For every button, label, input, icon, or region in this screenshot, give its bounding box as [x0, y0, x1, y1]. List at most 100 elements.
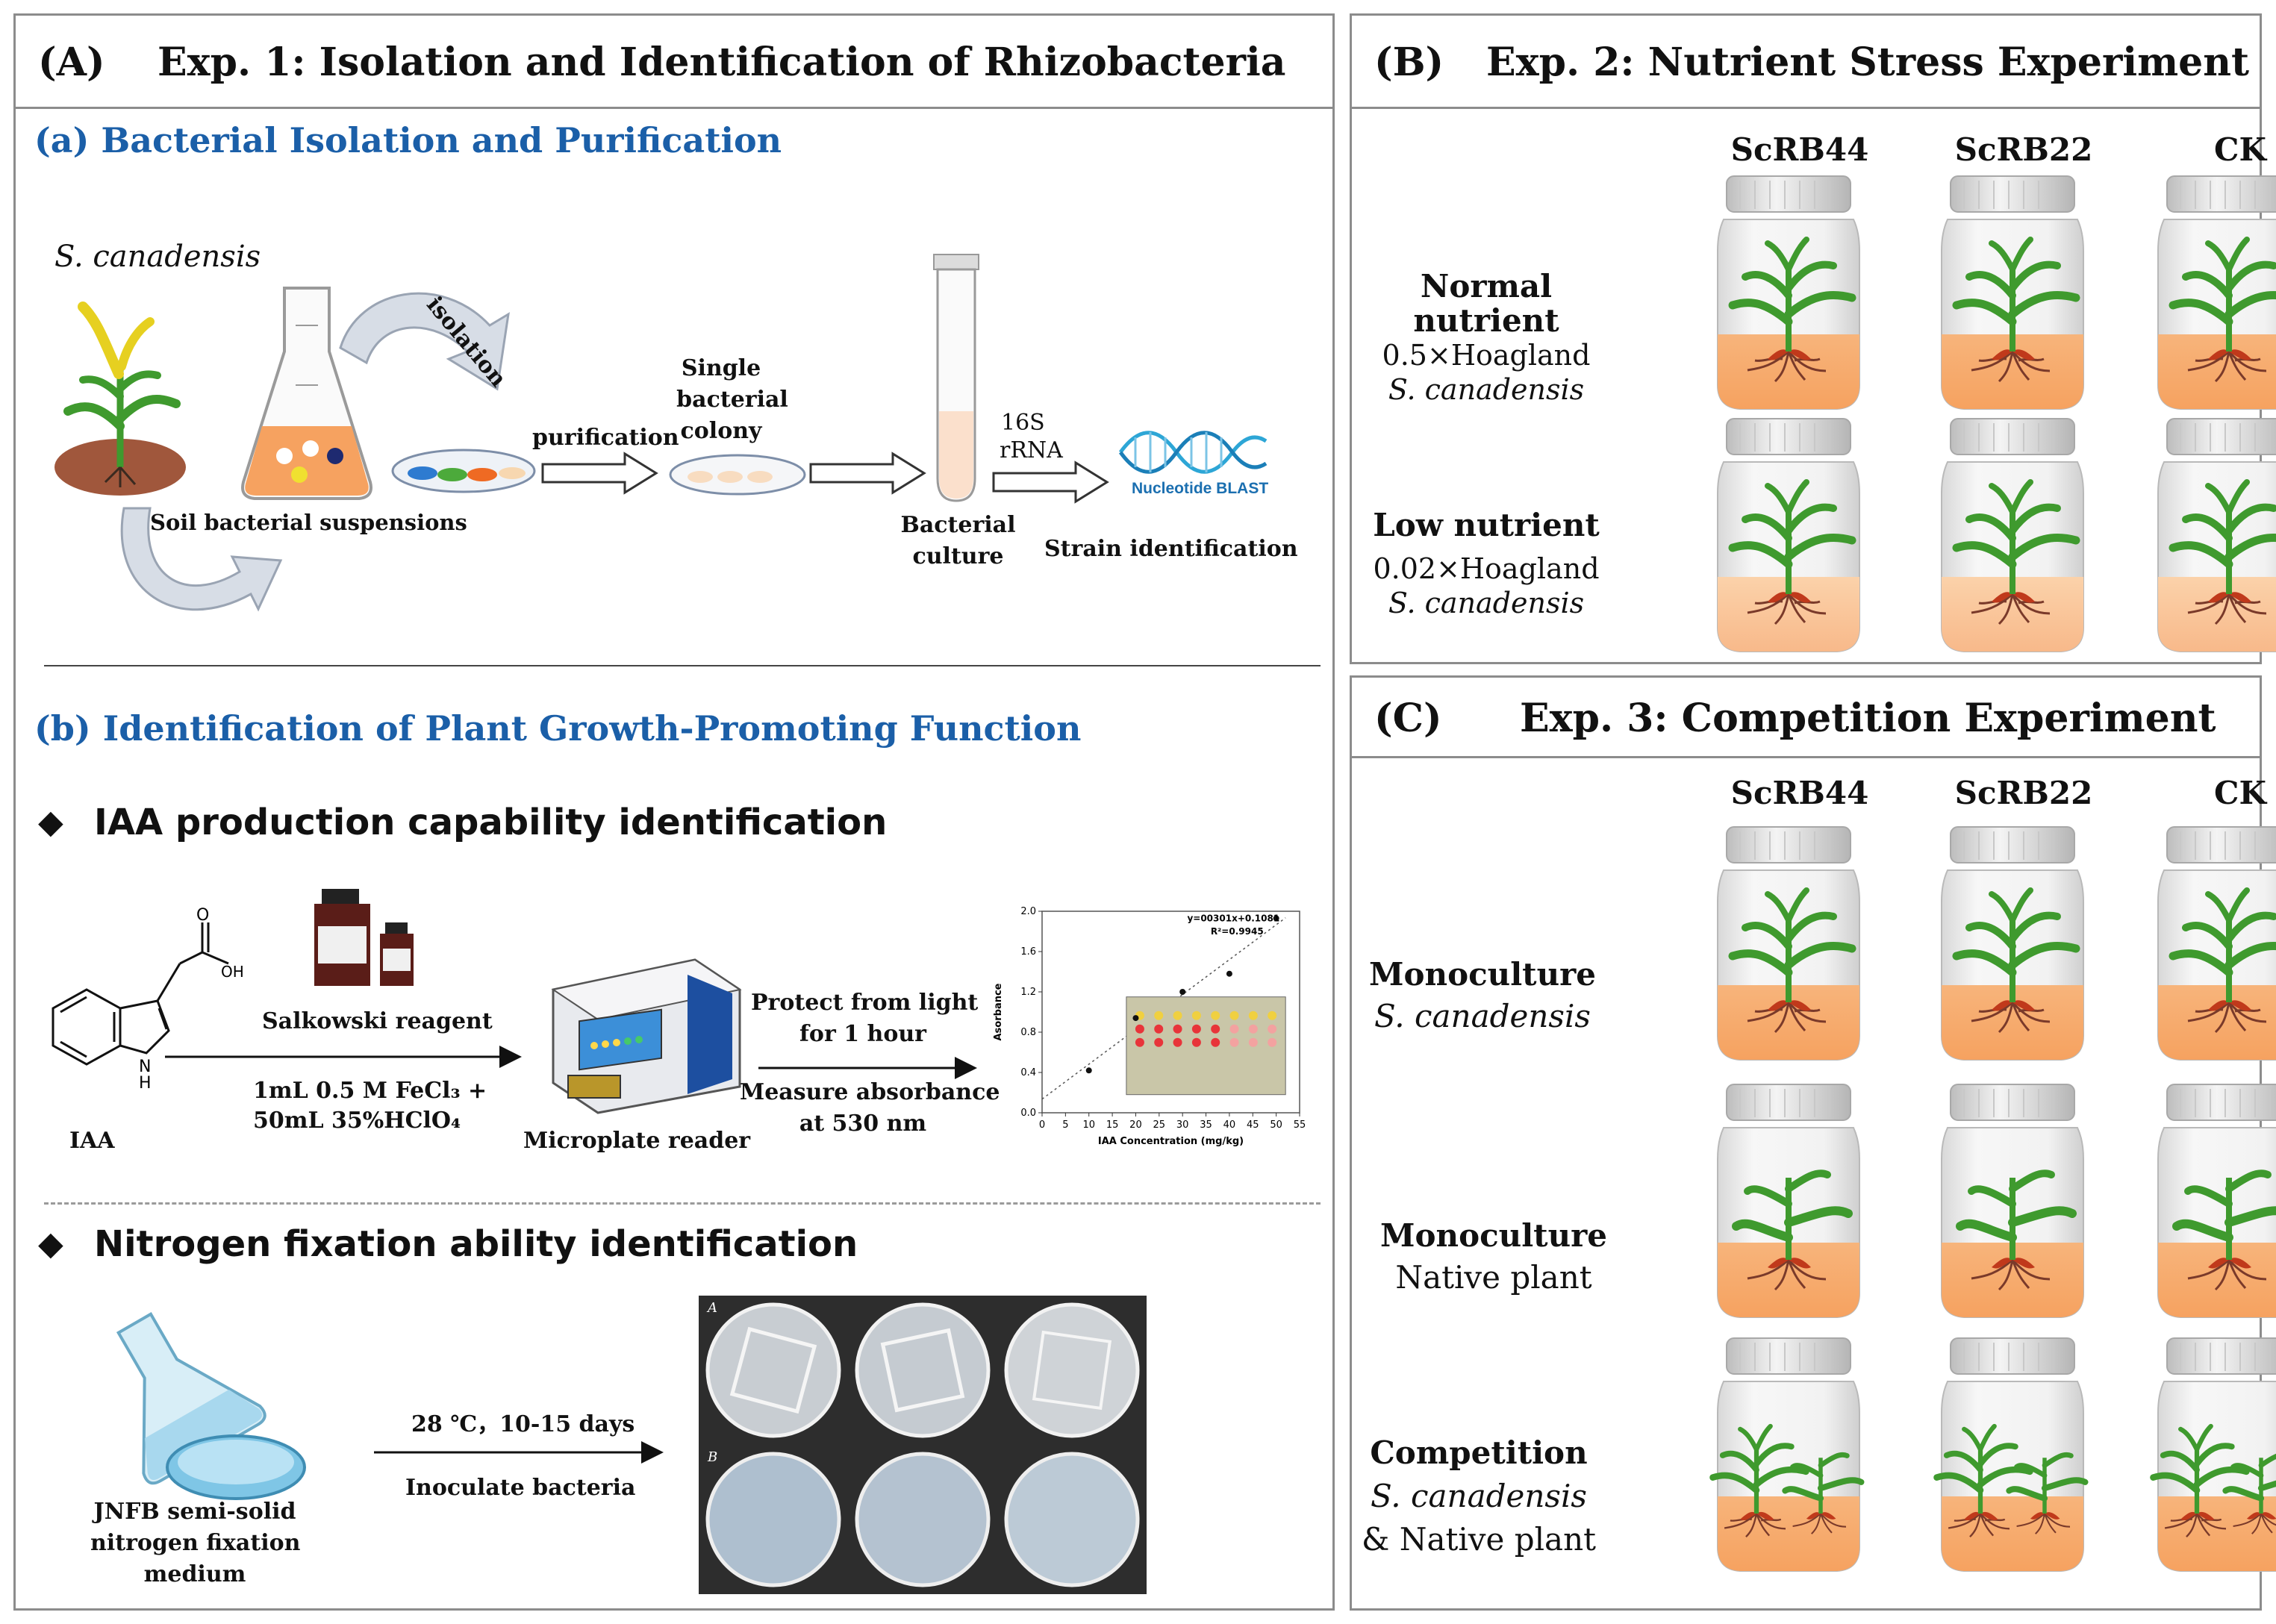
jar-b-row2-scrb44 [1710, 418, 1874, 660]
jar-c-row2-ck [2151, 1084, 2276, 1326]
data-point [1179, 989, 1186, 995]
inset-well [1229, 1011, 1239, 1020]
panel-c-row3-line3: & Native plant [1361, 1521, 1597, 1558]
panel-b-row2-line2: 0.02×Hoagland [1373, 552, 1600, 585]
salkowski-reagent-bottles [314, 889, 414, 986]
panel-b-header: (B) Exp. 2: Nutrient Stress Experiment [1352, 16, 2260, 109]
reagent-line1: 1mL 0.5 M FeCl₃ + [253, 1078, 487, 1104]
single-colony-line2: bacterial [676, 387, 788, 413]
to-blast-arrow [992, 460, 1109, 504]
panel-b: (B) Exp. 2: Nutrient Stress Experiment S… [1350, 13, 2276, 664]
blast-label: Nucleotide BLAST [1132, 480, 1269, 497]
panel-c-title: Exp. 3: Competition Experiment [1520, 696, 2216, 741]
culture-jar-illustration [1941, 175, 2084, 410]
inset-well [1211, 1011, 1220, 1020]
inset-well [1191, 1037, 1201, 1047]
inset-well [1268, 1037, 1277, 1047]
inset-well [1191, 1024, 1201, 1034]
plant-species-label: S. canadensis [54, 240, 261, 274]
bacterial-culture-line2: culture [912, 543, 1004, 569]
panel-c-row3-line2: S. canadensis [1371, 1478, 1587, 1514]
panel-c-header: (C) Exp. 3: Competition Experiment [1352, 678, 2260, 758]
inset-well [1173, 1037, 1182, 1047]
y-tick-label: 0.0 [1020, 1108, 1036, 1119]
section-b-title: (b) Identification of Plant Growth-Promo… [34, 708, 1082, 749]
soil-suspension-label: Soil bacterial suspensions [150, 510, 467, 535]
chart-r-squared: R²=0.9945 [1211, 926, 1264, 937]
chart-y-axis-label: Asorbance [993, 983, 1004, 1040]
inset-well [1268, 1024, 1277, 1034]
culture-jar-illustration [1717, 826, 1860, 1061]
panel-b-col-scrb22: ScRB22 [1954, 131, 2093, 168]
panel-b-row1-line2: 0.5×Hoagland [1382, 339, 1591, 372]
plate-row-a-label: A [708, 1300, 717, 1316]
culture-jar-illustration [1717, 1084, 1860, 1318]
chart-equation: y=00301x+0.1081 [1187, 914, 1279, 924]
iaa-molecule-structure: N H O OH [52, 906, 244, 1093]
inoculate-label: Inoculate bacteria [405, 1475, 636, 1501]
nitrogen-plates-photo: A B [699, 1296, 1147, 1594]
rrna-line1: 16S [1001, 410, 1045, 436]
salkowski-label: Salkowski reagent [262, 1008, 493, 1034]
plates-grid [705, 1302, 1140, 1587]
x-tick-label: 20 [1129, 1119, 1142, 1131]
data-point [1085, 1067, 1092, 1074]
panel-b-row2-label: Low nutrient 0.02×Hoagland S. canadensis [1344, 508, 1628, 620]
jar-c-row1-scrb22 [1934, 826, 2098, 1069]
inset-well [1154, 1037, 1164, 1047]
inset-well [1211, 1037, 1220, 1047]
panel-c-row3-label: Competition S. canadensis & Native plant [1337, 1431, 1621, 1561]
panel-a-letter: (A) [38, 40, 105, 85]
panel-c-letter: (C) [1374, 696, 1442, 741]
microplate-reader-icon [551, 958, 742, 1114]
nitrogen-medium-flask-dish [116, 1312, 306, 1500]
panel-b-col-scrb44: ScRB44 [1730, 131, 1869, 168]
single-colony-line3: colony [680, 418, 762, 444]
panel-b-title: Exp. 2: Nutrient Stress Experiment [1486, 40, 2250, 85]
x-tick-label: 15 [1106, 1119, 1119, 1131]
svg-text:N: N [139, 1058, 151, 1076]
culture-jar-illustration [1941, 1084, 2084, 1318]
flask-icon [241, 287, 372, 500]
culture-jar-illustration [2157, 175, 2276, 410]
reagent-arrow [165, 1046, 522, 1068]
strain-identification-label: Strain identification [1044, 536, 1298, 562]
panel-b-row1-title: Normal nutrient [1413, 268, 1559, 339]
x-tick-label: 10 [1082, 1119, 1095, 1131]
panel-c: (C) Exp. 3: Competition Experiment ScRB4… [1350, 675, 2276, 1611]
inset-plate-photo [1126, 996, 1286, 1096]
section-divider [44, 665, 1321, 666]
panel-c-row1-label: Monoculture S. canadensis [1341, 954, 1624, 1037]
panel-c-row2-line2: Native plant [1395, 1259, 1592, 1296]
panel-a-header: (A) Exp. 1: Isolation and Identification… [16, 16, 1332, 109]
to-culture-arrow [809, 452, 926, 495]
svg-text:H: H [139, 1074, 152, 1093]
panel-c-row1-title: Monoculture [1369, 956, 1596, 993]
inset-well [1229, 1024, 1239, 1034]
chart-x-axis-label: IAA Concentration (mg/kg) [1098, 1136, 1244, 1147]
protect-line1: Protect from light [751, 990, 979, 1016]
y-tick-label: 1.6 [1020, 946, 1036, 958]
panel-c-col-scrb44: ScRB44 [1730, 775, 1869, 811]
dna-helix-icon [1118, 431, 1268, 474]
y-tick-label: 0.8 [1020, 1027, 1036, 1038]
jar-b-row2-ck [2151, 418, 2276, 660]
panel-c-col-ck: CK [2214, 775, 2266, 811]
inset-well [1248, 1011, 1258, 1020]
measure-line2: at 530 nm [799, 1111, 927, 1137]
jar-c-row2-scrb22 [1934, 1084, 2098, 1326]
panel-b-col-ck: CK [2214, 131, 2266, 168]
panel-a-title: Exp. 1: Isolation and Identification of … [158, 40, 1286, 85]
culture-jar-illustration [1717, 175, 1860, 410]
source-plant-illustration [54, 302, 186, 496]
jar-b-row2-scrb22 [1934, 418, 2098, 660]
panel-c-row1-line2: S. canadensis [1374, 998, 1591, 1034]
inset-well [1248, 1024, 1258, 1034]
panel-c-row2-title: Monoculture [1380, 1217, 1607, 1254]
plate-row-b-label: B [708, 1449, 718, 1465]
test-tube-icon [933, 254, 979, 502]
iaa-bullet: ◆ [38, 803, 63, 841]
inset-well [1229, 1037, 1239, 1047]
panel-b-row2-title: Low nutrient [1373, 507, 1600, 543]
nitrogen-heading: Nitrogen fixation ability identification [94, 1223, 858, 1265]
